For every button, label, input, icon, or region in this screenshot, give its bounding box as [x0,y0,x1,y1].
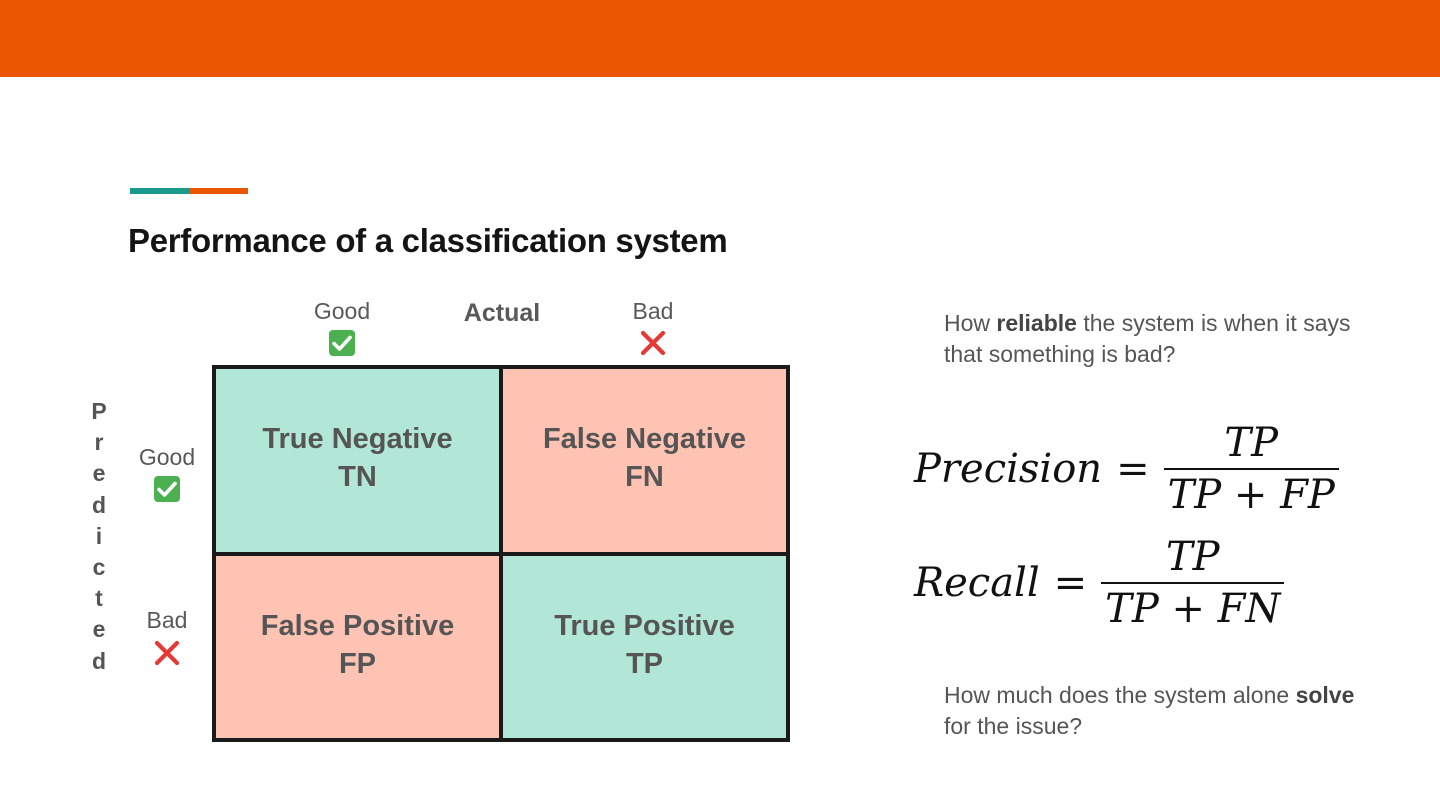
row-label-bad: Bad [146,607,188,633]
check-mark-icon [154,476,180,502]
cell-abbrev: TP [625,647,664,680]
fraction-bar [1163,468,1339,470]
cross-mark-icon [640,330,666,356]
header-bar [0,0,1440,77]
row-label-good: Good [138,444,196,470]
predicted-axis-label: P r e d i c t e d [91,398,107,674]
accent-line-teal [130,188,190,194]
formula-equals: = [1053,560,1088,606]
formula-numerator: TP [1224,420,1278,466]
cell-abbrev: TN [338,461,377,494]
check-mark-icon [329,330,355,356]
cell-false-positive: False Positive FP [216,553,501,738]
formula-fraction: TP TP + FP [1163,420,1339,518]
column-label-good: Good [313,298,371,324]
formula-denominator: TP + FN [1105,586,1281,632]
precision-question: How reliable the system is when it says … [944,310,1351,367]
formula-fraction: TP TP + FN [1101,534,1285,632]
slide-title: Performance of a classification system [128,222,728,259]
actual-axis-label: Actual [463,299,541,327]
formula-equals: = [1116,446,1150,492]
formula-lhs: Precision [914,446,1103,492]
precision-formula: Precision = TP TP + FP [914,420,1339,518]
formula-numerator: TP [1165,534,1220,580]
cell-title: False Negative [542,423,747,456]
formula-denominator: TP + FP [1167,472,1335,518]
cell-abbrev: FP [338,647,377,680]
cell-title: False Positive [260,609,455,642]
column-label-bad: Bad [632,298,674,324]
accent-line-orange [190,188,248,194]
cell-true-positive: True Positive TP [501,553,786,738]
cell-false-negative: False Negative FN [501,369,786,554]
cross-mark-icon [154,640,180,666]
cell-abbrev: FN [625,461,664,494]
cell-true-negative: True Negative TN [216,369,501,554]
fraction-bar [1101,582,1285,584]
cell-title: True Negative [262,423,453,456]
cell-title: True Positive [554,609,735,642]
recall-formula: Recall = TP TP + FN [914,534,1285,632]
recall-question: How much does the system alone solve for… [944,682,1355,739]
formula-lhs: Recall [914,560,1040,606]
confusion-matrix: True Negative TN False Negative FN False… [212,365,790,742]
